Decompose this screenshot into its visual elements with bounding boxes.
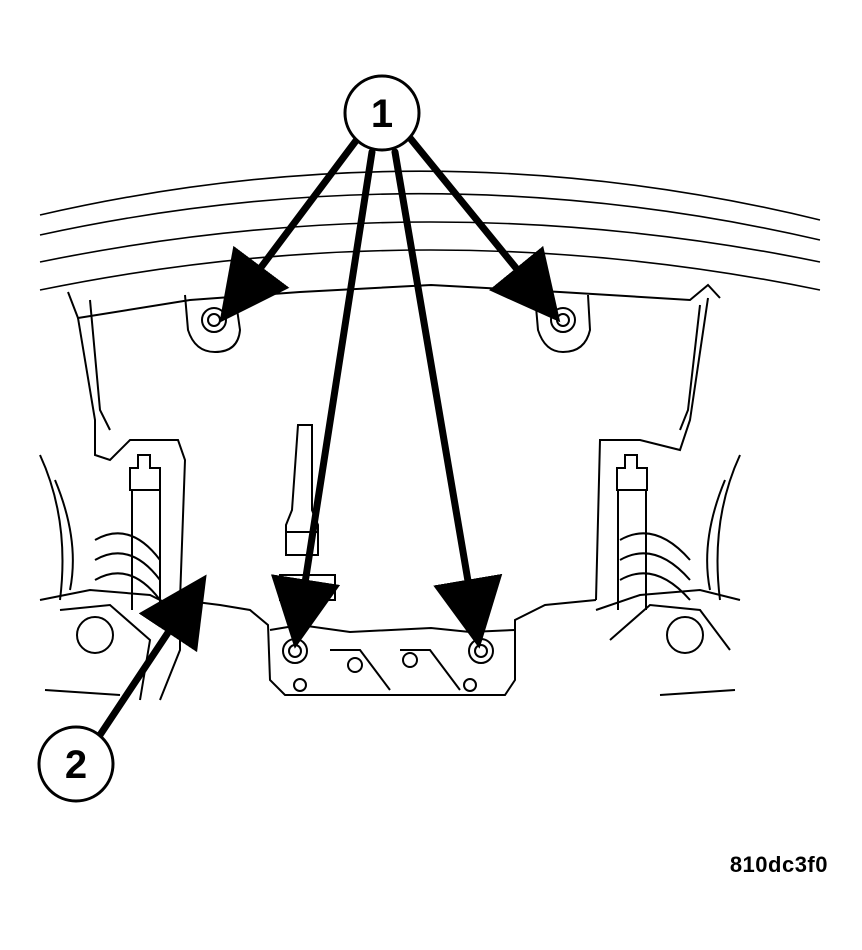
lower-crossmember [269, 623, 516, 692]
callout-2: 2 [37, 725, 115, 803]
left-suspension [39, 454, 181, 701]
callout-2-circle [37, 725, 115, 803]
callout-1-leaders [219, 134, 561, 649]
leader-1-lower-right [391, 148, 503, 649]
callout-2-leader [96, 574, 207, 739]
splash-shield [67, 283, 721, 696]
callout-1: 1 [343, 74, 421, 152]
right-suspension [595, 454, 741, 696]
callout-2-label: 2 [65, 743, 87, 787]
leader-1-lower-left [270, 148, 376, 649]
bumper-fascia-lines [39, 170, 821, 291]
callout-1-circle [343, 74, 421, 152]
figure-id: 810dc3f0 [729, 852, 828, 877]
leader-1-top-left [219, 134, 362, 323]
top-right-bolt-boss [534, 294, 592, 354]
leader-1-top-right [406, 134, 561, 323]
callout-1-label: 1 [371, 92, 393, 136]
